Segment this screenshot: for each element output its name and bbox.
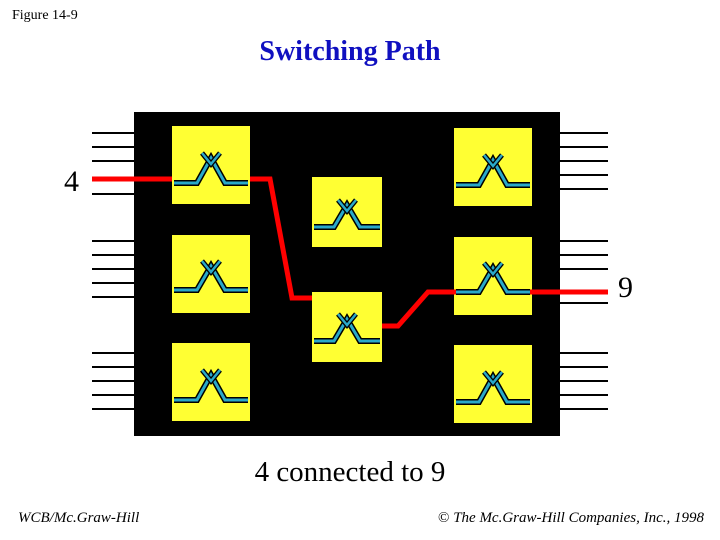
figure-label: Figure 14-9 — [12, 8, 78, 23]
crossbar-module — [172, 235, 250, 313]
crossbar-module — [312, 177, 382, 247]
diagram-caption: 4 connected to 9 — [254, 456, 446, 488]
copyright-icon: © — [438, 510, 450, 526]
input-lines — [92, 132, 134, 410]
publisher-label: WCB/Mc.Graw-Hill — [18, 510, 140, 526]
crossbar-modules — [172, 126, 532, 423]
crossbar-module — [454, 128, 532, 206]
crossbar-module — [454, 237, 532, 315]
crossbar-module — [454, 345, 532, 423]
copyright-text: The Mc.Graw-Hill Companies, Inc., 1998 — [453, 510, 704, 526]
crossbar-module — [172, 343, 250, 421]
switching-path — [92, 176, 608, 329]
crossbar-module — [312, 292, 382, 362]
output-lines — [560, 132, 608, 410]
diagram-title: Switching Path — [259, 36, 441, 67]
copyright-notice: © The Mc.Graw-Hill Companies, Inc., 1998 — [438, 510, 704, 527]
input-port-label: 4 — [64, 165, 79, 198]
output-port-label: 9 — [618, 271, 633, 304]
crossbar-module — [172, 126, 250, 204]
